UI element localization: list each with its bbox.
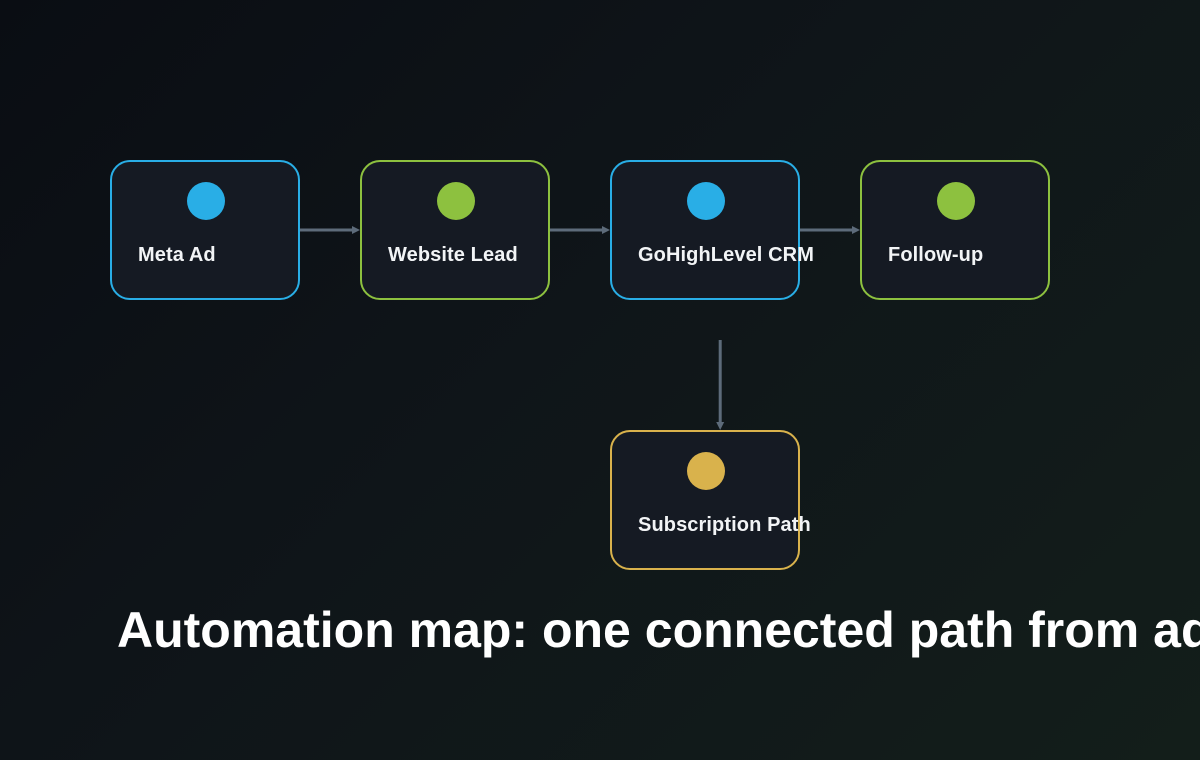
connector-arrowhead	[852, 226, 860, 234]
node-label: Follow-up	[888, 244, 984, 266]
connector-arrowhead	[602, 226, 610, 234]
node-label: Meta Ad	[138, 244, 216, 266]
follow-up-dot-icon	[937, 182, 975, 220]
node-label: Website Lead	[388, 244, 518, 266]
node-meta-ad[interactable]: Meta Ad	[110, 160, 300, 300]
node-label: GoHighLevel CRM	[638, 244, 814, 266]
node-website-lead[interactable]: Website Lead	[360, 160, 550, 300]
connector-arrowhead	[716, 422, 725, 430]
meta-ad-dot-icon	[187, 182, 225, 220]
website-lead-dot-icon	[437, 182, 475, 220]
connector-arrowhead	[352, 226, 360, 234]
node-gohighlevel-crm[interactable]: GoHighLevel CRM	[610, 160, 814, 300]
node-subscription-path[interactable]: Subscription Path	[610, 430, 811, 570]
node-follow-up[interactable]: Follow-up	[860, 160, 1050, 300]
node-label: Subscription Path	[638, 514, 811, 536]
gohighlevel-crm-dot-icon	[687, 182, 725, 220]
subscription-path-dot-icon	[687, 452, 725, 490]
page-headline: Automation map: one connected path from …	[117, 602, 1200, 658]
